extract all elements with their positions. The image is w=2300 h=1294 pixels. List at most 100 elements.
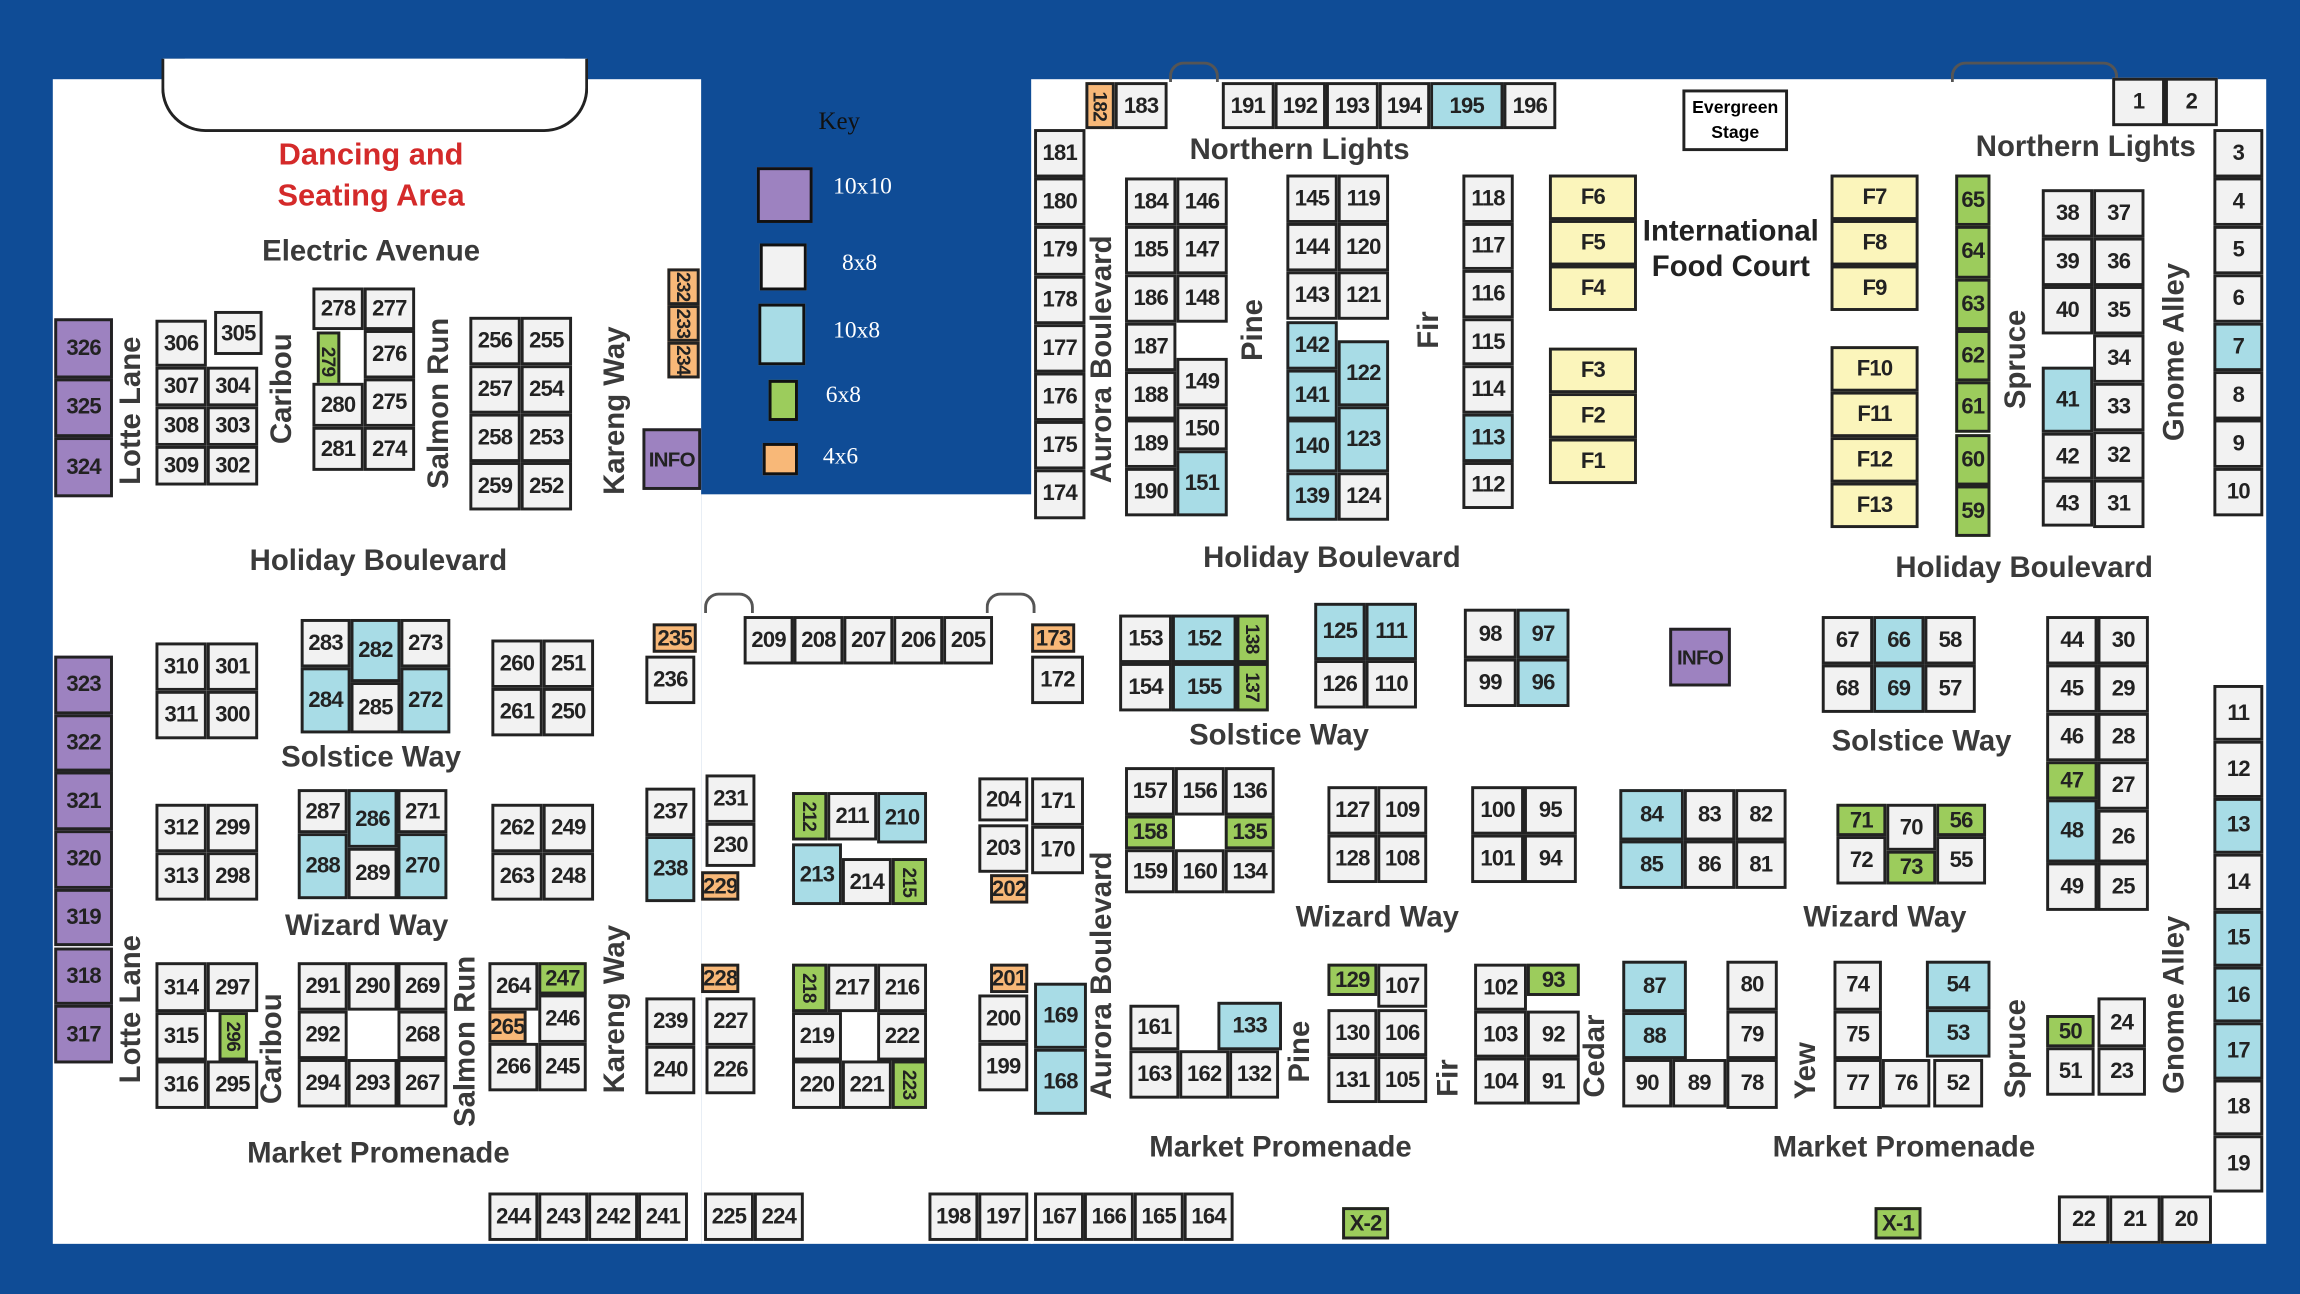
booth-190[interactable]: 190 <box>1125 467 1177 517</box>
booth-104[interactable]: 104 <box>1474 1057 1527 1105</box>
booth-40[interactable]: 40 <box>2041 286 2094 335</box>
booth-276[interactable]: 276 <box>363 330 416 379</box>
booth-95[interactable]: 95 <box>1524 786 1577 835</box>
booth-205[interactable]: 205 <box>943 616 994 665</box>
booth-210[interactable]: 210 <box>877 792 928 844</box>
booth-270[interactable]: 270 <box>397 833 448 900</box>
booth-311[interactable]: 311 <box>155 690 207 740</box>
booth-188[interactable]: 188 <box>1125 371 1177 420</box>
booth-37[interactable]: 37 <box>2093 189 2145 238</box>
booth-22[interactable]: 22 <box>2057 1195 2110 1244</box>
booth-5[interactable]: 5 <box>2213 225 2264 275</box>
booth-263[interactable]: 263 <box>491 852 543 901</box>
booth-241[interactable]: 241 <box>638 1192 688 1241</box>
booth-38[interactable]: 38 <box>2041 189 2094 238</box>
booth-98[interactable]: 98 <box>1463 608 1517 659</box>
booth-218[interactable]: 218 <box>792 963 828 1013</box>
booth-193[interactable]: 193 <box>1325 82 1379 130</box>
booth-19[interactable]: 19 <box>2213 1135 2264 1192</box>
booth-301[interactable]: 301 <box>206 642 259 691</box>
booth-13[interactable]: 13 <box>2213 797 2264 854</box>
booth-100[interactable]: 100 <box>1471 786 1525 835</box>
booth-133[interactable]: 133 <box>1217 1001 1282 1051</box>
booth-194[interactable]: 194 <box>1378 82 1431 130</box>
booth-9[interactable]: 9 <box>2213 419 2264 468</box>
booth-275[interactable]: 275 <box>363 378 416 427</box>
booth-181[interactable]: 181 <box>1034 129 1086 178</box>
booth-F7[interactable]: F7 <box>1830 174 1919 221</box>
booth-113[interactable]: 113 <box>1462 413 1514 462</box>
booth-282[interactable]: 282 <box>350 618 401 683</box>
booth-253[interactable]: 253 <box>520 413 573 463</box>
booth-195[interactable]: 195 <box>1430 82 1504 130</box>
booth-278[interactable]: 278 <box>312 287 364 331</box>
booth-21[interactable]: 21 <box>2109 1195 2161 1244</box>
booth-256[interactable]: 256 <box>469 316 521 366</box>
booth-F13[interactable]: F13 <box>1830 482 1919 529</box>
booth-132[interactable]: 132 <box>1229 1050 1280 1099</box>
booth-50[interactable]: 50 <box>2046 1015 2095 1048</box>
booth-309[interactable]: 309 <box>155 445 207 486</box>
booth-229[interactable]: 229 <box>701 871 740 901</box>
booth-114[interactable]: 114 <box>1462 365 1514 414</box>
booth-317[interactable]: 317 <box>54 1005 113 1064</box>
booth-274[interactable]: 274 <box>363 426 416 471</box>
booth-122[interactable]: 122 <box>1337 340 1390 407</box>
booth-273[interactable]: 273 <box>400 618 451 668</box>
booth-101[interactable]: 101 <box>1471 834 1525 884</box>
booth-10[interactable]: 10 <box>2213 467 2264 517</box>
booth-62[interactable]: 62 <box>1955 329 1991 382</box>
booth-237[interactable]: 237 <box>645 787 696 837</box>
booth-191[interactable]: 191 <box>1221 82 1274 130</box>
booth-F3[interactable]: F3 <box>1548 347 1637 394</box>
booth-216[interactable]: 216 <box>877 963 928 1013</box>
booth-127[interactable]: 127 <box>1327 786 1378 835</box>
booth-15[interactable]: 15 <box>2213 910 2264 967</box>
booth-145[interactable]: 145 <box>1286 174 1338 223</box>
booth-16[interactable]: 16 <box>2213 966 2264 1023</box>
booth-246[interactable]: 246 <box>538 994 587 1043</box>
booth-117[interactable]: 117 <box>1462 222 1514 271</box>
booth-F9[interactable]: F9 <box>1830 265 1919 311</box>
booth-264[interactable]: 264 <box>488 962 539 1011</box>
booth-128[interactable]: 128 <box>1327 834 1378 884</box>
booth-43[interactable]: 43 <box>2041 479 2094 527</box>
booth-94[interactable]: 94 <box>1524 834 1577 884</box>
booth-219[interactable]: 219 <box>792 1012 842 1061</box>
booth-28[interactable]: 28 <box>2097 712 2149 762</box>
booth-245[interactable]: 245 <box>538 1042 587 1092</box>
booth-59[interactable]: 59 <box>1955 485 1991 537</box>
booth-306[interactable]: 306 <box>155 319 207 367</box>
booth-277[interactable]: 277 <box>363 287 416 331</box>
booth-54[interactable]: 54 <box>1925 960 1991 1010</box>
booth-126[interactable]: 126 <box>1314 660 1366 709</box>
booth-184[interactable]: 184 <box>1125 177 1177 226</box>
booth-110[interactable]: 110 <box>1365 660 1417 709</box>
booth-42[interactable]: 42 <box>2041 432 2094 480</box>
booth-222[interactable]: 222 <box>877 1012 928 1061</box>
booth-F10[interactable]: F10 <box>1830 346 1919 392</box>
booth-155[interactable]: 155 <box>1171 662 1237 712</box>
booth-244[interactable]: 244 <box>488 1192 539 1241</box>
booth-157[interactable]: 157 <box>1125 767 1175 816</box>
booth-147[interactable]: 147 <box>1176 225 1228 275</box>
booth-92[interactable]: 92 <box>1526 1010 1580 1058</box>
booth-66[interactable]: 66 <box>1873 616 1925 665</box>
booth-36[interactable]: 36 <box>2093 237 2145 287</box>
booth-45[interactable]: 45 <box>2046 664 2098 713</box>
booth-259[interactable]: 259 <box>469 462 521 511</box>
booth-196[interactable]: 196 <box>1503 82 1557 130</box>
booth-44[interactable]: 44 <box>2046 616 2098 665</box>
booth-211[interactable]: 211 <box>827 792 878 841</box>
booth-161[interactable]: 161 <box>1129 1004 1180 1051</box>
booth-169[interactable]: 169 <box>1034 982 1087 1049</box>
booth-115[interactable]: 115 <box>1462 317 1514 366</box>
booth-197[interactable]: 197 <box>978 1192 1029 1241</box>
booth-170[interactable]: 170 <box>1031 825 1084 875</box>
booth-284[interactable]: 284 <box>300 667 351 734</box>
booth-326[interactable]: 326 <box>54 318 113 378</box>
booth-74[interactable]: 74 <box>1833 960 1882 1010</box>
booth-80[interactable]: 80 <box>1726 960 1778 1010</box>
booth-71[interactable]: 71 <box>1836 803 1887 837</box>
booth-1[interactable]: 1 <box>2112 77 2165 127</box>
